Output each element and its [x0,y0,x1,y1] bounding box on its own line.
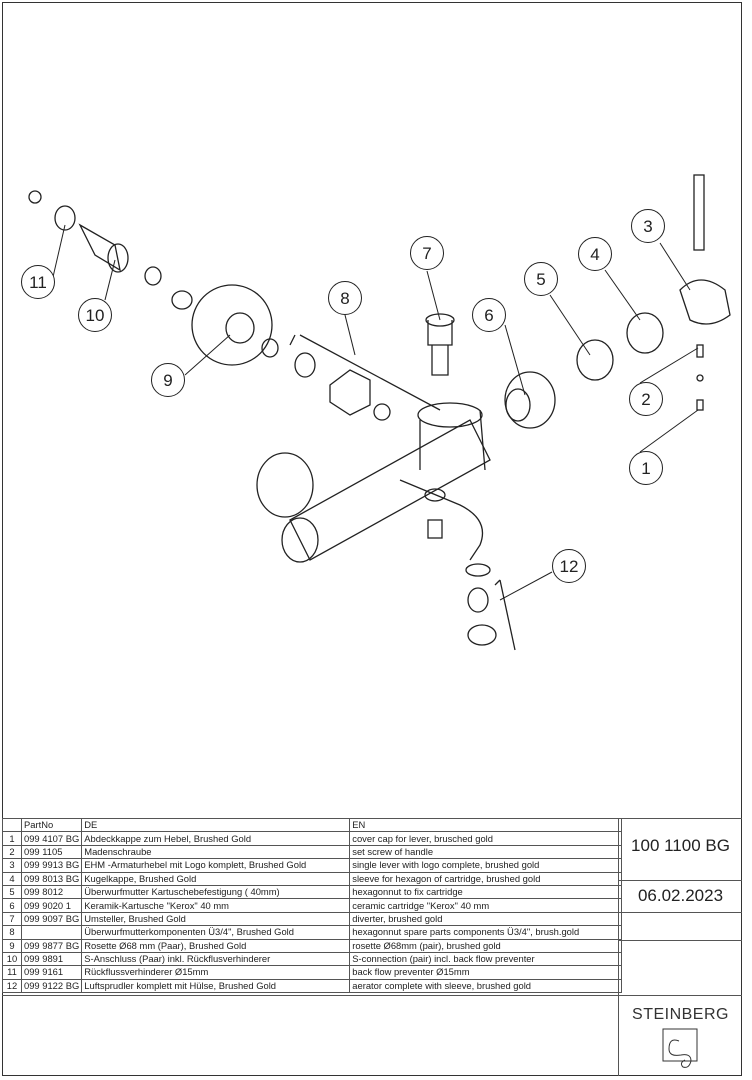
description-en: hexagonnut spare parts components Ü3/4",… [349,925,623,940]
description-de: Keramik-Kartusche "Kerox" 40 mm [81,898,351,913]
description-de: Überwurfmutter Kartuschebefestigung ( 40… [81,884,351,900]
brand-logo-block: STEINBERG [618,995,742,1076]
description-de: Madenschraube [81,844,351,860]
description-en: back flow preventer Ø15mm [349,965,623,980]
callout-1: 1 [629,451,663,485]
table-header: PartNo DE EN [2,817,623,833]
description-de: Abdeckkappe zum Hebel, Brushed Gold [81,831,351,846]
part-number: 099 9020 1 [20,898,83,913]
part-number: 099 9097 BG [20,911,83,927]
part-number: 099 9877 BG [20,938,83,953]
row-number: 6 [2,898,22,913]
row-number: 3 [2,858,22,873]
row-number: 11 [2,965,22,980]
description-en: rosette Ø68mm (pair), brushed gold [349,938,623,953]
article-number: 100 1100 BG [618,818,742,880]
part-number: 099 8013 BG [20,871,83,886]
part-number: 099 9913 BG [20,858,83,873]
callout-8: 8 [328,281,362,315]
description-en: set screw of handle [349,844,623,860]
description-de: Kugelkappe, Brushed Gold [81,871,351,886]
description-en: S-connection (pair) incl. back flow prev… [349,951,623,967]
header-de: DE [81,817,351,833]
row-number: 9 [2,938,22,953]
part-number: 099 8012 [20,884,83,900]
callout-9: 9 [151,363,185,397]
callout-11: 11 [21,265,55,299]
brand-logo-icon [662,1028,697,1068]
part-number: 099 1105 [20,844,83,860]
part-number: 099 9122 BG [20,978,83,994]
part-number: 099 4107 BG [20,831,83,846]
header-partno: PartNo [20,817,83,833]
description-de: Überwurfmutterkomponenten Ü3/4", Brushed… [81,925,351,940]
description-de: Umsteller, Brushed Gold [81,911,351,927]
header-en: EN [349,817,623,833]
mixer-body [256,402,491,563]
description-de: Rückflussverhinderer Ø15mm [81,965,351,980]
table-row: 8 Überwurfmutterkomponenten Ü3/4", Brushe… [2,925,623,940]
callout-6: 6 [472,298,506,332]
callout-3: 3 [631,209,665,243]
title-block-empty-cell [618,912,742,940]
row-number: 5 [2,884,22,900]
left-parts [28,190,441,421]
description-en: hexagonnut to fix cartridge [349,884,623,900]
description-en: aerator complete with sleeve, brushed go… [349,978,623,994]
brand-name: STEINBERG [632,1006,729,1023]
drawing-date: 06.02.2023 [618,880,742,912]
callout-7: 7 [410,236,444,270]
description-de: Rosette Ø68 mm (Paar), Brushed Gold [81,938,351,953]
callout-4: 4 [578,237,612,271]
drawing-frame [2,2,742,1076]
description-de: Luftsprudler komplett mit Hülse, Brushed… [81,978,351,994]
row-number: 8 [2,925,22,940]
part-number: 099 9161 [20,965,83,980]
row-number: 1 [2,831,22,846]
callout-12: 12 [552,549,586,583]
right-parts [425,174,731,651]
description-de: S-Anschluss (Paar) inkl. Rückflusverhind… [81,951,351,967]
row-number: 2 [2,844,22,860]
row-number: 12 [2,978,22,994]
description-en: ceramic cartridge "Kerox" 40 mm [349,898,623,913]
description-en: diverter, brushed gold [349,911,623,927]
part-number [20,925,83,940]
title-block-empty-cell [618,940,742,995]
row-number: 7 [2,911,22,927]
description-en: sleeve for hexagon of cartridge, brushed… [349,871,623,886]
description-en: single lever with logo complete, brushed… [349,858,623,873]
description-de: EHM -Armaturhebel mit Logo komplett, Bru… [81,858,351,873]
row-number: 4 [2,871,22,886]
callout-5: 5 [524,262,558,296]
description-en: cover cap for lever, brusched gold [349,831,623,846]
table-bottom-rule [2,995,618,996]
callout-10: 10 [78,298,112,332]
callout-2: 2 [629,382,663,416]
part-number: 099 9891 [20,951,83,967]
row-number: 10 [2,951,22,967]
